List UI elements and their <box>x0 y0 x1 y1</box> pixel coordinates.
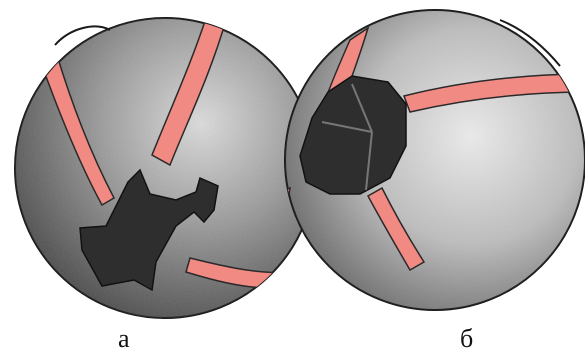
sphere-b <box>282 10 585 310</box>
sphere-a <box>15 12 315 318</box>
caption-a: а <box>118 326 130 352</box>
caption-b: б <box>460 326 473 352</box>
